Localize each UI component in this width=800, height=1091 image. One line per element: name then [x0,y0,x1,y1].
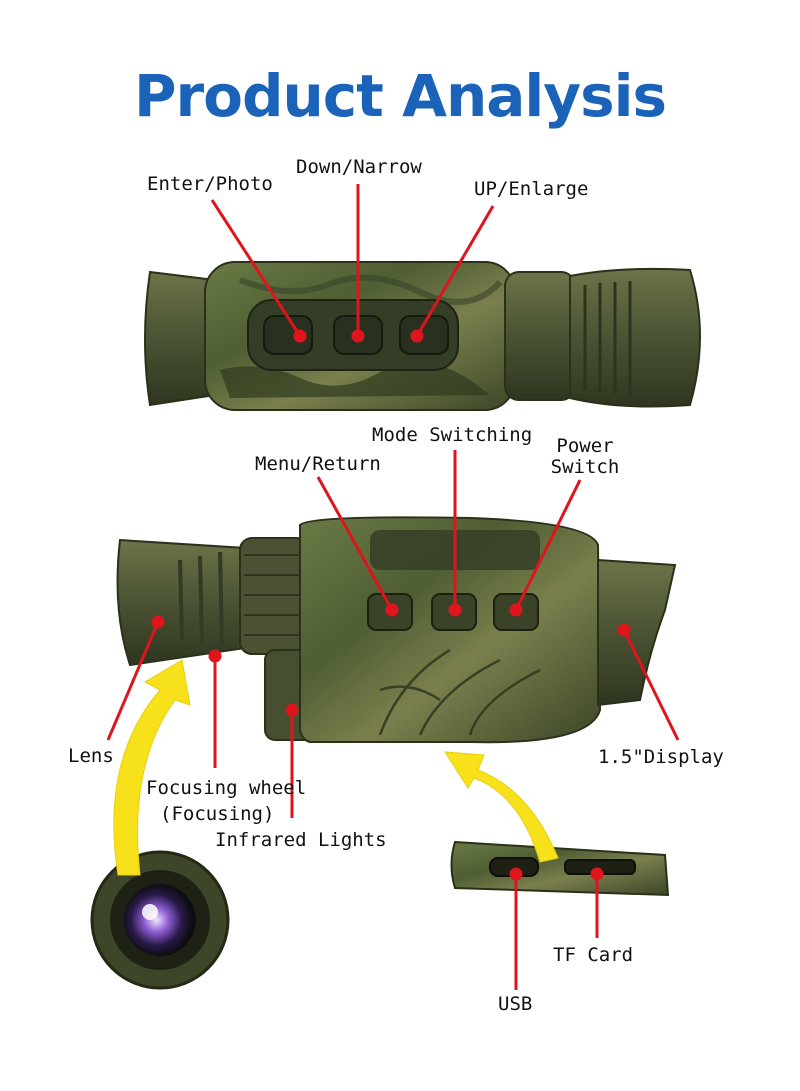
label-down-narrow: Down/Narrow [296,156,422,178]
up-enlarge-button[interactable] [399,315,449,355]
label-focusing-wheel-line2: (Focusing) [160,803,275,825]
label-usb: USB [498,993,533,1015]
lens-glass [124,884,196,956]
device-side-view [116,516,677,744]
label-infrared-lights: Infrared Lights [215,829,387,851]
label-tf-card: TF Card [553,944,634,966]
label-enter-photo: Enter/Photo [147,173,273,195]
focusing-wheel-grip [244,554,304,636]
lens-arrow [113,659,191,876]
page-title: Product Analysis [134,62,667,130]
top-barrel [504,271,576,401]
port-arrow [444,751,559,863]
label-power-switch-line2: Switch [550,456,620,478]
label-mode-switching: Mode Switching [372,424,533,446]
top-camo-texture-2 [238,274,503,305]
label-focusing-wheel-line1: Focusing wheel [146,777,307,799]
label-lens: Lens [68,745,114,767]
lens-barrel-grip [178,551,224,647]
lens-closeup [90,850,230,990]
label-menu-return: Menu/Return [255,453,381,475]
objective-ring [569,267,701,408]
ports-closeup [450,840,670,897]
label-up-enlarge: UP/Enlarge [474,178,589,200]
highlight-arrows [113,659,559,876]
display-eyepiece [597,558,677,707]
label-power-switch-line1: Power [556,435,614,457]
leader-lines [106,184,680,990]
label-display: 1.5"Display [598,746,724,768]
objective-ring-grip [583,281,632,395]
side-camo-branches [378,648,541,736]
